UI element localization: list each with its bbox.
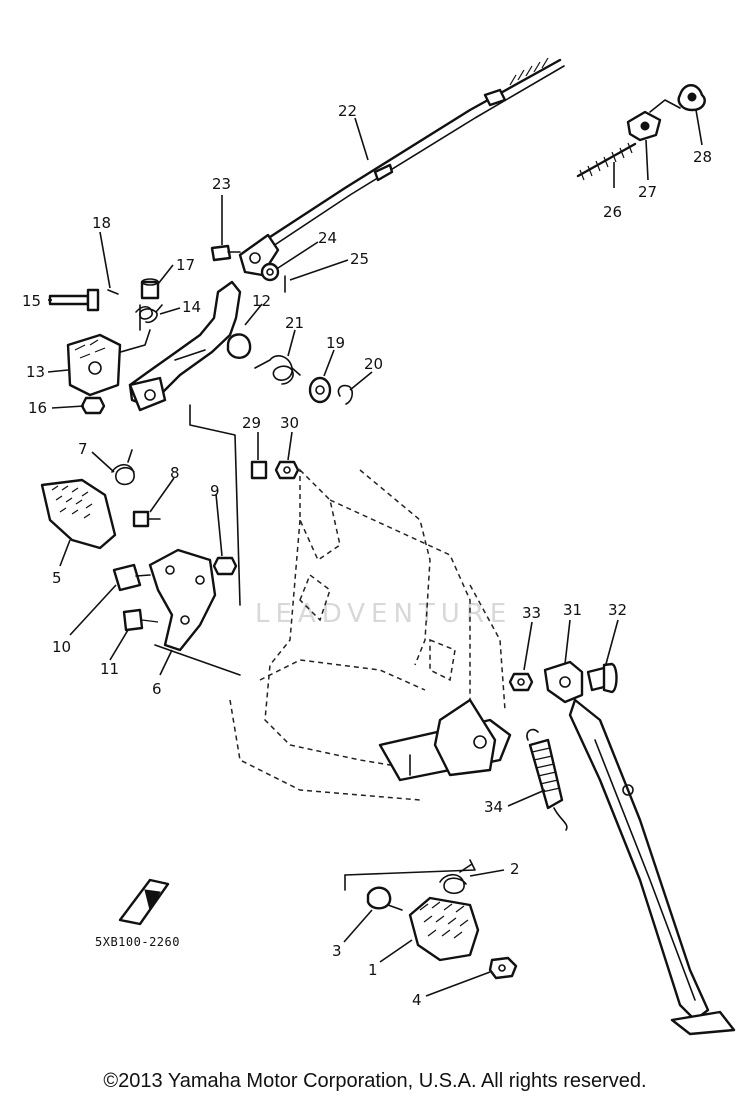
part-34-spring <box>526 728 568 831</box>
callout-20: 20 <box>364 355 383 373</box>
callout-31: 31 <box>563 601 582 619</box>
callout-6: 6 <box>152 680 162 698</box>
callout-3: 3 <box>332 942 342 960</box>
drawing-code: 5XB100-2260 <box>95 935 180 949</box>
callout-11: 11 <box>100 660 119 678</box>
part-21-spring <box>254 355 301 385</box>
callout-1: 1 <box>368 961 378 979</box>
copyright-notice: ©2013 Yamaha Motor Corporation, U.S.A. A… <box>103 1070 647 1092</box>
callout-4: 4 <box>412 991 422 1009</box>
part-17-collar <box>140 278 160 300</box>
part-8-bolt <box>132 510 161 528</box>
part-12-brake-pedal <box>128 280 252 412</box>
part-22-brake-rod <box>238 57 565 277</box>
part-15-bolt <box>48 288 100 312</box>
callout-18: 18 <box>92 214 111 232</box>
part-16-nut <box>80 396 106 415</box>
callout-14: 14 <box>182 298 201 316</box>
part-13-pedal-tip <box>66 333 122 397</box>
part-9-nut <box>212 556 238 576</box>
part-29-pin <box>250 460 268 480</box>
callout-13: 13 <box>26 363 45 381</box>
callout-12: 12 <box>252 292 271 310</box>
part-11-bolt <box>122 608 159 632</box>
part-2-spring <box>439 863 473 895</box>
callout-26: 26 <box>603 203 622 221</box>
callout-23: 23 <box>212 175 231 193</box>
part-7-spring <box>111 449 135 486</box>
part-27-joint <box>626 99 681 142</box>
callout-34: 34 <box>484 798 503 816</box>
callout-17: 17 <box>176 256 195 274</box>
part-14-spring <box>135 304 163 324</box>
part-3-pin <box>366 886 403 911</box>
callout-32: 32 <box>608 601 627 619</box>
part-30-nut <box>274 460 300 480</box>
callout-33: 33 <box>522 604 541 622</box>
callout-19: 19 <box>326 334 345 352</box>
callout-25: 25 <box>350 250 369 268</box>
part-18-pin <box>107 289 119 295</box>
callout-22: 22 <box>338 102 357 120</box>
callout-24: 24 <box>318 229 337 247</box>
callout-8: 8 <box>170 464 180 482</box>
part-32-bolt <box>586 662 618 694</box>
frame-outline <box>229 468 512 801</box>
callout-9: 9 <box>210 482 220 500</box>
callout-labels: 1 2 3 4 5 6 7 8 9 10 11 12 13 14 15 16 1… <box>22 102 712 1009</box>
callout-16: 16 <box>28 399 47 417</box>
callout-15: 15 <box>22 292 41 310</box>
callout-29: 29 <box>242 414 261 432</box>
part-20-clip <box>337 384 354 405</box>
part-24-washer <box>260 262 280 282</box>
part-31-side-stand <box>543 660 736 1036</box>
part-6-footrest-bracket <box>148 548 217 652</box>
part-10-bolt <box>112 563 151 592</box>
callout-5: 5 <box>52 569 62 587</box>
callout-28: 28 <box>693 148 712 166</box>
part-33-nut <box>508 672 534 692</box>
callout-30: 30 <box>280 414 299 432</box>
callout-27: 27 <box>638 183 657 201</box>
callout-10: 10 <box>52 638 71 656</box>
leader-lines <box>47 109 703 997</box>
part-26-adjuster-rod <box>576 142 637 181</box>
part-5-footrest <box>40 478 117 550</box>
reference-icon <box>118 878 170 926</box>
part-19-washer <box>308 376 332 404</box>
part-28-wing-nut <box>677 84 706 112</box>
part-1-footrest <box>408 896 480 962</box>
callout-7: 7 <box>78 440 88 458</box>
part-4-nut <box>488 956 518 980</box>
part-23-pin <box>210 244 241 262</box>
callout-21: 21 <box>285 314 304 332</box>
callout-2: 2 <box>510 860 520 878</box>
watermark-text: LEADVENTURE <box>255 599 512 629</box>
